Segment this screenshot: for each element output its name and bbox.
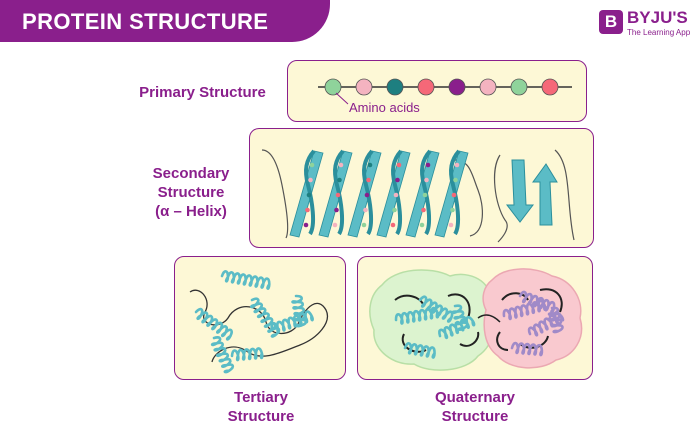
beta-strand-up-arrow <box>532 163 558 226</box>
quaternary-helix <box>502 299 547 321</box>
helix-back-ribbon <box>420 149 432 236</box>
tertiary-helix <box>230 347 264 362</box>
secondary-structure-label: Secondary Structure (α – Helix) <box>136 164 246 221</box>
helix-back-ribbon <box>362 149 374 236</box>
quaternary-helices <box>394 290 565 359</box>
helix-residue-dot <box>332 222 338 228</box>
tertiary-fold <box>189 270 328 374</box>
secondary-label-line-3: (α – Helix) <box>155 203 227 220</box>
helix-back-ribbon <box>304 149 316 236</box>
helix-residue-dot <box>422 192 428 198</box>
beta-loop-right <box>554 149 575 241</box>
helix-residue-dot <box>396 162 402 168</box>
helix-residue-dot <box>448 222 454 228</box>
helix-residue-dot <box>363 207 368 213</box>
subunit-link <box>477 314 501 323</box>
quaternary-helix <box>418 295 454 323</box>
tertiary-helices <box>194 270 314 374</box>
helix-residue-dot <box>393 192 399 198</box>
amino-acid-beads <box>324 78 559 96</box>
subunit-pink-blob <box>482 268 583 369</box>
helix-residue-dot <box>308 177 313 183</box>
tertiary-helix <box>210 336 235 374</box>
quaternary-helix <box>547 306 564 334</box>
helix-residue-dot <box>395 177 400 183</box>
helix-back-ribbon <box>391 149 403 236</box>
helix-residue-dot <box>361 222 367 228</box>
amino-acid-chain <box>318 78 572 105</box>
quaternary-helix <box>510 341 544 357</box>
helix-residue-dot <box>454 162 460 168</box>
brand-logo: B BYJU'S The Learning App <box>599 8 699 42</box>
helix-residue-dot <box>392 207 397 213</box>
helix-residue-dot <box>424 177 429 183</box>
annotation-leader-line <box>335 92 349 105</box>
helix-residue-dot <box>335 192 341 198</box>
title-banner: PROTEIN STRUCTURE <box>0 0 330 42</box>
green-subunit-loops <box>394 293 480 353</box>
quaternary-helix <box>518 290 556 314</box>
quaternary-label-line-2: Structure <box>441 408 509 425</box>
secondary-label-line-1: Secondary <box>152 165 230 182</box>
logo-name: BYJU'S <box>627 8 688 27</box>
helix-residue-dot <box>364 192 370 198</box>
page-title: PROTEIN STRUCTURE <box>22 9 269 34</box>
amino-acid-bead <box>541 78 559 96</box>
helix-residue-dot <box>306 192 312 198</box>
helix-residue-dot <box>367 162 373 168</box>
logo-mark-icon: B <box>599 10 623 34</box>
beta-loop-left <box>494 154 508 243</box>
amino-acid-bead <box>355 78 373 96</box>
tertiary-structure-label: Tertiary Structure <box>196 388 326 426</box>
tertiary-helix <box>250 297 281 338</box>
beta-strand-down-arrow <box>505 159 535 223</box>
amino-acids-annotation: Amino acids <box>349 100 420 115</box>
quaternary-structure-label: Quaternary Structure <box>405 388 545 426</box>
helix-back-ribbon <box>333 149 345 236</box>
helix-coils <box>289 149 469 238</box>
tertiary-helix <box>220 270 271 290</box>
amino-acid-bead <box>324 78 342 96</box>
helix-residue-dot <box>453 177 458 183</box>
helix-back-ribbon <box>449 149 461 236</box>
helix-residue-dot <box>450 207 455 213</box>
quaternary-helix <box>403 342 436 359</box>
helix-residue-dot <box>338 162 344 168</box>
amino-acid-bead <box>448 78 466 96</box>
tertiary-label-line-1: Tertiary <box>234 389 288 406</box>
helix-residue-dot <box>451 192 457 198</box>
helix-residue-dot <box>303 222 309 228</box>
pink-subunit-loops <box>496 288 563 351</box>
amino-acid-bead <box>417 78 435 96</box>
helix-residue-dot <box>305 207 310 213</box>
tertiary-helix <box>194 307 233 341</box>
primary-structure-label: Primary Structure <box>139 84 266 101</box>
beta-sheet <box>494 149 575 243</box>
amino-acid-bead <box>386 78 404 96</box>
helix-residue-dot <box>334 207 339 213</box>
helix-residue-dot <box>421 207 426 213</box>
quaternary-complex <box>369 268 583 371</box>
helix-residue-dot <box>309 162 315 168</box>
quaternary-helix <box>394 306 440 325</box>
logo-tagline: The Learning App <box>627 28 691 37</box>
helix-residue-dot <box>419 222 425 228</box>
helix-residue-dot <box>390 222 396 228</box>
tertiary-helix <box>291 294 308 328</box>
amino-acid-bead <box>479 78 497 96</box>
quaternary-helix <box>451 304 469 332</box>
alpha-helix <box>261 149 483 239</box>
helix-residue-dot <box>366 177 371 183</box>
secondary-label-line-2: Structure <box>157 184 225 201</box>
helix-residue-dot <box>337 177 342 183</box>
amino-acid-bead <box>510 78 528 96</box>
tertiary-label-line-2: Structure <box>227 408 295 425</box>
helix-entry-strand <box>261 149 289 239</box>
quaternary-label-line-1: Quaternary <box>434 389 516 406</box>
helix-residue-dot <box>425 162 431 168</box>
